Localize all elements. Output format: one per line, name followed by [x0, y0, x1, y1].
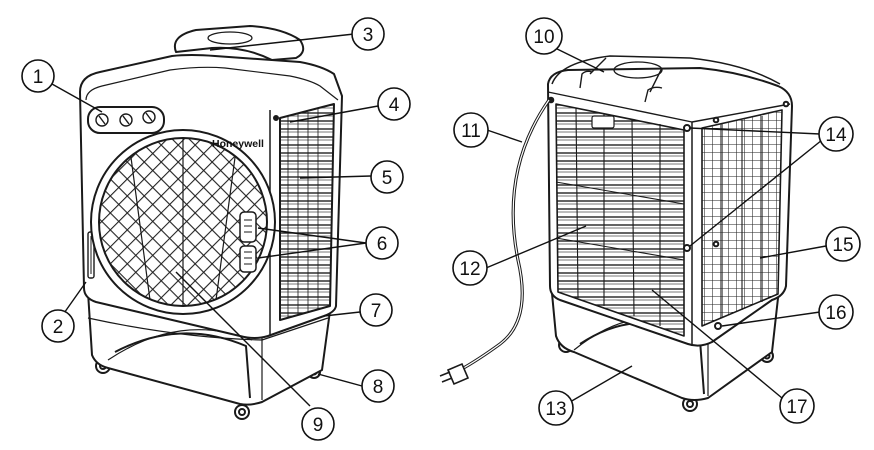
callout-badges: 1 2 3 4 5 6 7 8 9 10 11 12 13 14 15 16 1… [21, 17, 861, 441]
leader-lines [51, 33, 827, 407]
side-louver-panel [279, 103, 335, 321]
callout-15: 15 [825, 226, 861, 262]
svg-text:1: 1 [33, 67, 44, 88]
svg-text:14: 14 [825, 125, 847, 146]
callout-2: 2 [41, 309, 75, 343]
rear-top-lid [551, 55, 781, 85]
callout-11: 11 [453, 112, 489, 148]
svg-text:15: 15 [832, 235, 853, 256]
latch-upper [239, 211, 257, 243]
callout-14: 14 [818, 116, 854, 152]
svg-text:6: 6 [377, 234, 388, 255]
callout-6: 6 [365, 226, 399, 260]
callout-8: 8 [361, 369, 395, 403]
callout-5: 5 [370, 160, 404, 194]
callout-9: 9 [301, 407, 335, 441]
svg-text:16: 16 [825, 303, 846, 324]
callout-16: 16 [818, 294, 854, 330]
mount-screws [547, 96, 790, 330]
svg-text:12: 12 [459, 259, 480, 280]
callout-10: 10 [525, 17, 563, 55]
latch-lower [239, 245, 257, 273]
brand-logo: Honeywell [212, 138, 264, 150]
callout-3: 3 [351, 17, 385, 51]
svg-text:4: 4 [389, 95, 400, 116]
rear-media-panel [555, 103, 685, 337]
svg-text:8: 8 [373, 377, 384, 398]
rear-cooler [547, 55, 793, 412]
callout-12: 12 [452, 250, 488, 286]
callout-13: 13 [538, 390, 574, 426]
front-cooler: Honeywell [79, 25, 343, 420]
callout-17: 17 [779, 388, 815, 424]
svg-text:11: 11 [461, 121, 481, 142]
svg-text:5: 5 [382, 168, 393, 189]
callout-1: 1 [21, 59, 55, 93]
power-cord [439, 99, 551, 386]
svg-text:9: 9 [313, 415, 324, 436]
svg-text:2: 2 [53, 317, 64, 338]
power-plug [446, 362, 470, 386]
callout-7: 7 [359, 293, 393, 327]
control-knobs [95, 110, 156, 127]
svg-text:3: 3 [363, 25, 374, 46]
svg-text:13: 13 [545, 399, 566, 420]
svg-text:10: 10 [533, 27, 554, 48]
svg-text:7: 7 [371, 301, 382, 322]
svg-text:17: 17 [786, 397, 807, 418]
callout-4: 4 [377, 87, 411, 121]
